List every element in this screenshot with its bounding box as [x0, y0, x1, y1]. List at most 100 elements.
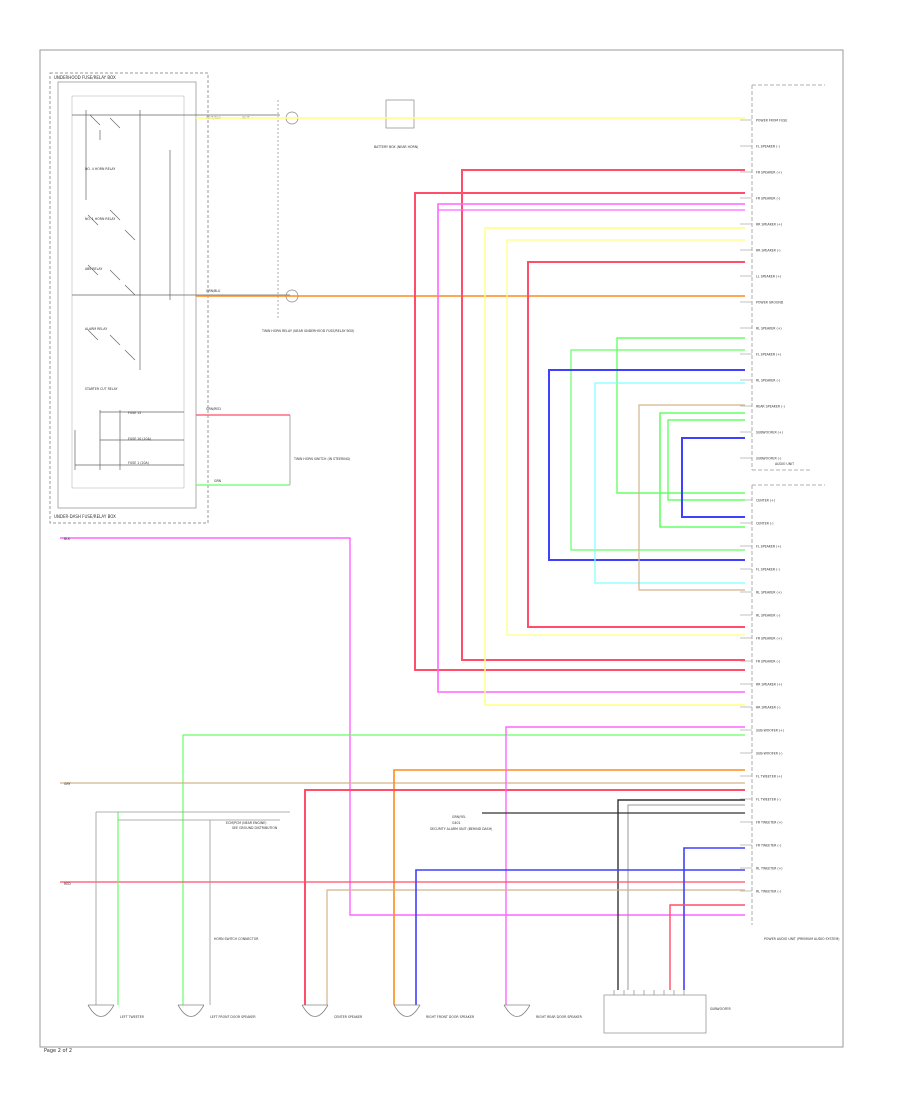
wire-tan-29: [326, 889, 745, 1005]
bottom-pin-label-14: FR TWEETER (+): [756, 821, 783, 825]
top-pin-label-12: SUBWOOFER (+): [756, 431, 783, 435]
bottom-pin-label-11: SUB-WOOFER (-): [756, 752, 782, 756]
bottom-pin-label-17: RL TWEETER (-): [756, 890, 781, 894]
subwoofer: SUBWOOFER: [603, 990, 731, 1034]
bottom-pin-label-7: FR SPEAKER (-): [756, 660, 780, 664]
fuse-box-bottom-label: UNDER-DASH FUSE/RELAY BOX: [54, 514, 116, 519]
top-pin-label-6: LL SPEAKER (+): [756, 275, 781, 279]
speaker-label-0: LEFT TWEETER: [120, 1015, 145, 1019]
bottom-pin-label-10: SUB-WOOFER (+): [756, 729, 784, 733]
wire-red-5: [414, 192, 745, 671]
relay-label-5: STARTER CUT RELAY: [85, 387, 118, 391]
bottom-pin-label-6: FR SPEAKER (+): [756, 637, 782, 641]
wire-black-25: [617, 799, 745, 990]
wire-yellow-9: [506, 239, 745, 636]
top-pin-label-4: RR SPEAKER (+): [756, 223, 782, 227]
top-pin-label-3: FR SPEAKER (-): [756, 197, 780, 201]
wire-gray-26: [627, 804, 745, 990]
wire-red-32: [669, 904, 745, 990]
fuse-block-symbol: [385, 99, 415, 129]
fuse-box-title: UNDERHOOD FUSE/RELAY BOX: [54, 75, 116, 80]
bottom-pin-label-2: FL SPEAKER (+): [756, 545, 781, 549]
wire-red-23: [304, 789, 745, 1005]
speaker-symbol-4: [503, 1004, 531, 1017]
page-corner-label: Page 2 of 2: [44, 1048, 72, 1054]
wire-orange-22: [393, 769, 745, 1005]
bottom-pin-label-3: FL SPEAKER (-): [756, 568, 780, 572]
top-pin-label-1: FL SPEAKER (-): [756, 145, 780, 149]
wire-blue-30: [415, 869, 745, 1005]
speaker-symbol-1: [177, 1004, 205, 1017]
wire-green-16: [659, 412, 745, 528]
wire-green-12: [570, 349, 745, 551]
fuse-label-3: FUSE 1 (20A): [128, 461, 149, 465]
wire-blue-31: [683, 847, 745, 990]
fuse-label-2: FUSE 10 (10A): [128, 437, 151, 441]
wire-label-2: GRN/BLU: [206, 289, 221, 293]
top-pin-label-7: POWER GROUND: [756, 301, 784, 305]
bottom-pin-label-4: RL SPEAKER (+): [756, 591, 782, 595]
top-pin-label-0: POWER FROM FUSE: [756, 119, 787, 123]
top-pin-label-11: REAR SPEAKER (-): [756, 405, 785, 409]
audio-unit-bottom-label: POWER AUDIO UNIT (PREMIUM AUDIO SYSTEM): [764, 937, 839, 941]
bottom-pin-label-12: FL TWEETER (+): [756, 775, 782, 779]
bottom-pin-label-9: RR SPEAKER (-): [756, 706, 781, 710]
top-pin-label-9: FL SPEAKER (+): [756, 353, 781, 357]
left-wire-a: BLK: [64, 537, 71, 541]
relay-label-4: ALARM RELAY: [85, 327, 107, 331]
wire-green-20: [182, 734, 745, 1005]
speaker-symbol-2: [301, 1004, 329, 1017]
wire-blue-18: [681, 437, 745, 518]
speaker-0: LEFT TWEETER: [87, 1004, 145, 1019]
top-pin-label-2: FR SPEAKER (+): [756, 171, 782, 175]
top-pin-label-13: SUBWOOFER (-): [756, 457, 781, 461]
bottom-pin-label-5: RL SPEAKER (-): [756, 614, 780, 618]
speaker-2: CENTER SPEAKER: [301, 1004, 363, 1019]
audio-unit-top-label: AUDIO UNIT: [775, 462, 794, 466]
wire-green-17: [667, 419, 745, 501]
ground-label: G401: [452, 821, 461, 825]
note-ground: SEE GROUND DISTRIBUTION: [232, 826, 278, 830]
wire-pink-6: [437, 203, 745, 693]
wire-pink-19: [60, 537, 745, 916]
wire-blue-13: [548, 369, 745, 561]
speaker-1: LEFT FRONT DOOR SPEAKER: [177, 1004, 256, 1019]
bottom-pin-label-15: FR TWEETER (-): [756, 844, 781, 848]
wire-yellow-8: [484, 227, 745, 706]
bottom-pin-label-8: RR SPEAKER (+): [756, 683, 782, 687]
relay-label-2: NO. 1 HORN RELAY: [85, 217, 115, 221]
left-wire-b: GRY: [64, 782, 70, 786]
connector-label-4: ECM/PCM (NEAR ENGINE): [226, 821, 266, 825]
top-pin-label-10: RL SPEAKER (-): [756, 379, 780, 383]
wire-pink-24: [505, 726, 745, 1005]
speaker-label-3: RIGHT FRONT DOOR SPEAKER: [426, 1015, 475, 1019]
speaker-label-1: LEFT FRONT DOOR SPEAKER: [210, 1015, 256, 1019]
speaker-symbol-0: [87, 1004, 115, 1017]
connector-label-6: SECURITY ALARM UNIT (BEHIND DASH): [430, 827, 492, 831]
splice-label: GRN/YEL: [452, 815, 466, 819]
wire-label-5: GRN: [214, 479, 222, 483]
subwoofer-label: SUBWOOFER: [710, 1007, 731, 1011]
speaker-4: RIGHT REAR DOOR SPEAKER: [503, 1004, 583, 1019]
page-border: [39, 49, 844, 1048]
top-pin-label-5: RR SPEAKER (-): [756, 249, 781, 253]
speaker-label-4: RIGHT REAR DOOR SPEAKER: [536, 1015, 583, 1019]
wire-cyan-14: [594, 382, 745, 584]
wire-label-3: GRN/RED: [206, 407, 221, 411]
bottom-pin-label-13: FL TWEETER (-): [756, 798, 781, 802]
bottom-pin-label-16: RL TWEETER (+): [756, 867, 782, 871]
relay-label-1: NO. 4 HORN RELAY: [85, 167, 115, 171]
connector-label-2: BATTERY BOX (NEAR HORN): [374, 145, 418, 149]
relay-label-3: ABS RELAY: [85, 267, 102, 271]
speaker-3: RIGHT FRONT DOOR SPEAKER: [393, 1004, 475, 1019]
connector-label-1: TWIN HORN RELAY (NEAR UNDERHOOD FUSE/REL…: [261, 329, 354, 333]
bottom-pin-label-1: CENTER (-): [756, 522, 773, 526]
connector-label-5: HORN SWITCH CONNECTOR: [214, 937, 259, 941]
wire-red-4: [461, 169, 745, 661]
audio-unit: AUDIO UNIT POWER AUDIO UNIT (PREMIUM AUD…: [740, 84, 839, 941]
connector-label-3: TWIN HORN SWITCH (IN STEERING): [293, 457, 350, 461]
wire-tan-15: [638, 404, 745, 591]
speaker-symbol-3: [393, 1004, 421, 1017]
fuse-label-1: FUSE 15: [128, 411, 141, 415]
